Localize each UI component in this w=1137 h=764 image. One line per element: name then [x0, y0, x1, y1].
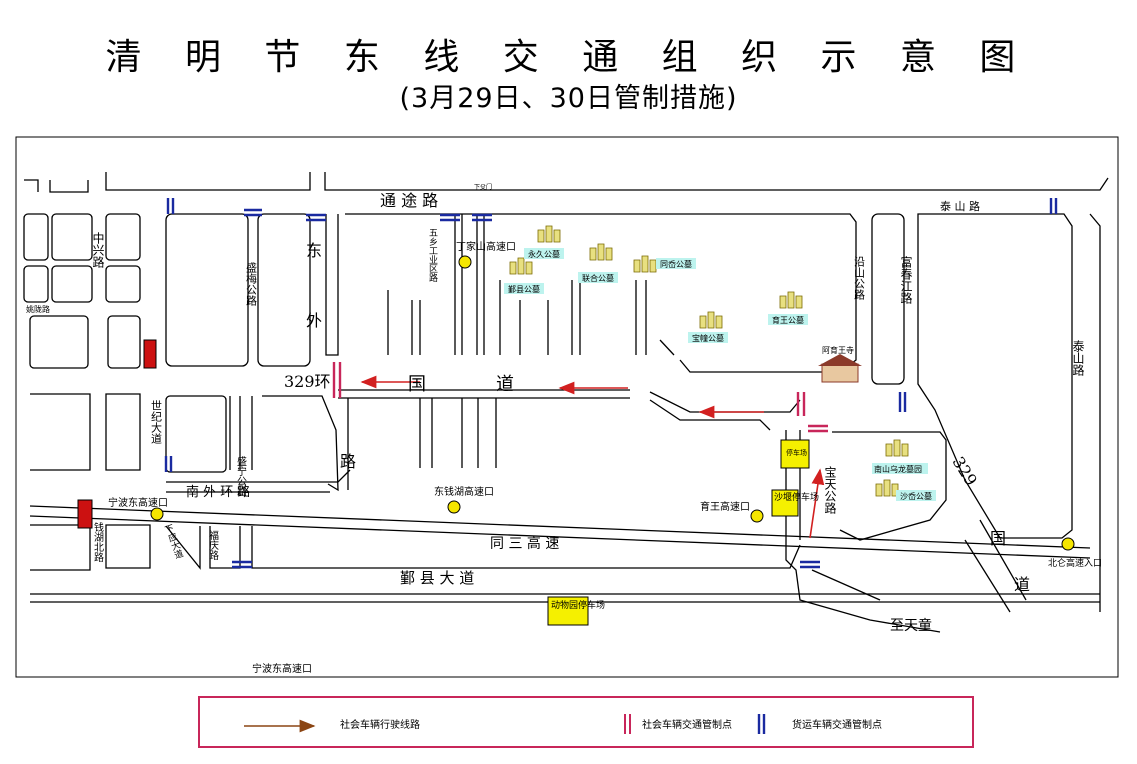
cemetery-nanshan: 南山乌龙墓园	[874, 464, 922, 474]
road-baotian: 宝天公路	[823, 466, 837, 515]
label-ayuwang-temple: 阿育王寺	[822, 345, 854, 355]
road-guodao-2: 道	[496, 374, 514, 395]
road-taishan-top: 泰 山 路	[940, 199, 980, 213]
parking-small-label: 停车场	[786, 448, 807, 457]
road-lu: 路	[340, 452, 356, 471]
cemetery-label-bgs	[504, 248, 936, 501]
parking-red-1	[143, 339, 157, 369]
legend-social-control-label: 社会车辆交通管制点	[642, 720, 732, 731]
expressway-exits	[150, 255, 1075, 551]
road-dongwai-1: 东	[306, 241, 322, 260]
road-yinxian: 鄞 县 大 道	[400, 569, 474, 587]
social-control-points	[332, 362, 828, 433]
cemetery-yinxian: 鄞县公墓	[508, 284, 540, 294]
road-zhongxing: 中兴路	[91, 231, 105, 269]
legend-freight-control-icon	[757, 714, 766, 734]
parking-zoo	[547, 596, 589, 626]
road-fuchun: 富春江路	[899, 255, 913, 305]
road-shengning: 盛宁公路	[235, 455, 247, 497]
road-yaolong: 姚陇路	[26, 304, 50, 314]
road-zhitiantong: 至天童	[890, 617, 932, 634]
legend-social-control-icon	[624, 714, 631, 734]
parking-small	[780, 439, 810, 469]
cemetery-baozhuang: 宝幢公墓	[692, 333, 724, 343]
road-tongtu: 通 途 路	[380, 191, 438, 210]
page-title: 清 明 节 东 线 交 通 组 织 示 意 图	[105, 37, 1032, 78]
label-beilun-exit: 北仑高速入口	[1048, 557, 1102, 569]
road-dao: 道	[1014, 575, 1030, 594]
road-329-ring: 329环	[284, 372, 331, 391]
cemetery-shaao: 沙岙公墓	[900, 491, 932, 501]
label-dongqianhu-exit: 东钱湖高速口	[434, 485, 494, 498]
label-ningbo-east-exit-2: 宁波东高速口	[252, 662, 312, 675]
label-yuwang-exit: 育王高速口	[700, 500, 750, 513]
road-dongwai-2: 外	[306, 311, 322, 330]
road-yanshan: 沿山公路	[853, 256, 866, 301]
label-dingtoushan: 下殳门	[474, 183, 492, 191]
label-dingjiashan-exit: 丁家山高速口	[456, 240, 516, 253]
map-frame	[15, 136, 1119, 678]
road-tongsan: 同 三 高 速	[490, 535, 559, 552]
legend-route-label: 社会车辆行驶线路	[340, 720, 420, 731]
page-subtitle: (3月29日、30日管制措施)	[399, 83, 738, 114]
road-nanwai: 南 外 环 路	[186, 484, 250, 500]
temple-icon	[818, 354, 862, 383]
parking-shayan-label: 沙堰停车场	[774, 491, 819, 503]
cemetery-lianhe: 联合公墓	[582, 273, 614, 283]
freight-control-points	[164, 198, 1058, 569]
road-fuqing: 福庆路	[207, 529, 219, 561]
road-guodao-1: 国	[408, 374, 426, 395]
cemetery-icons	[509, 225, 909, 497]
route-arrows	[360, 375, 825, 539]
traffic-map: 通 途 路 泰 山 路 东 外 329环 国 道 路 南 外 环 路 同 三 高…	[15, 136, 1119, 678]
parking-red-2	[77, 499, 93, 529]
legend-freight-control-label: 货运车辆交通管制点	[792, 720, 882, 731]
road-wuxiang: 五乡工业区路	[427, 228, 438, 283]
legend-route-arrow-icon	[244, 719, 316, 733]
cemetery-yongjiu: 永久公墓	[528, 249, 560, 259]
road-qianhu-north: 钱湖北路	[92, 521, 104, 563]
map-legend: 社会车辆行驶线路 社会车辆交通管制点 货运车辆交通管制点	[198, 696, 974, 748]
parking-shayan	[771, 489, 799, 517]
road-guo: 国	[990, 529, 1006, 548]
road-shengmei: 盛梅公路	[245, 261, 258, 307]
cemetery-yuwang: 育王公墓	[772, 315, 804, 325]
road-taishan-right: 泰山路	[1071, 340, 1085, 377]
label-ningbo-east-exit: 宁波东高速口	[108, 496, 168, 509]
parking-zoo-label: 动物园停车场	[551, 599, 605, 611]
cemetery-tongao: 同岙公墓	[660, 259, 692, 269]
road-network	[23, 172, 1109, 633]
road-shiji: 世纪大道	[150, 400, 163, 444]
